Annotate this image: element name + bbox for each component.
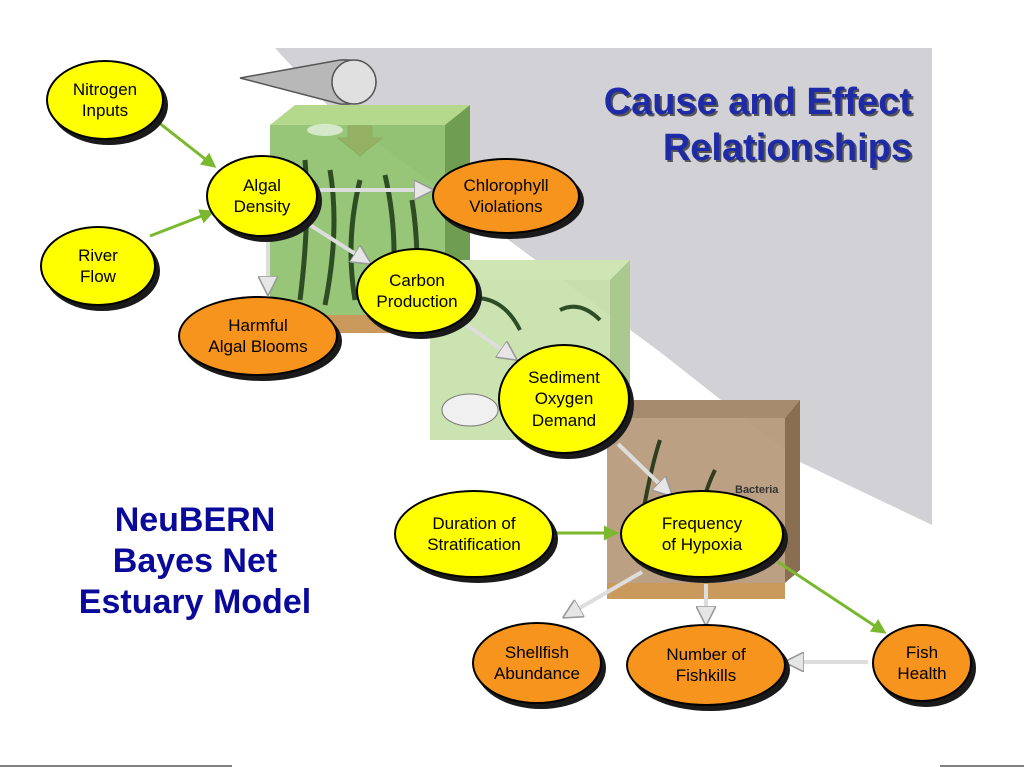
arrow-algal-to-carbon (308, 223, 368, 262)
node-algal-density: Algal Density (206, 155, 318, 237)
node-frequency-of-hypoxia: Frequency of Hypoxia (620, 490, 784, 578)
node-duration-of-stratification: Duration of Stratification (394, 490, 554, 578)
arrow-carbon-to-sediment (460, 320, 514, 358)
node-sediment-oxygen-demand: Sediment Oxygen Demand (498, 344, 630, 454)
slide-title: Cause and Effect Relationships (604, 80, 912, 171)
arrow-hypoxia-to-fishhealth (777, 560, 887, 634)
caption-line-1: NeuBERN (114, 501, 276, 539)
node-number-of-fishkills: Number of Fishkills (626, 624, 786, 706)
caption-line-3: Estuary Model (78, 582, 312, 621)
node-shellfish-abundance: Shellfish Abundance (472, 622, 602, 704)
node-river-flow: River Flow (40, 226, 156, 306)
arrow-sediment-to-hypoxia (616, 442, 670, 494)
node-chlorophyll-violations: Chlorophyll Violations (432, 158, 580, 234)
model-caption: NeuBERN Bayes Net Estuary Model (50, 500, 340, 622)
node-fish-health: Fish Health (872, 624, 972, 702)
title-line-1: Cause and Effect (603, 81, 912, 123)
node-nitrogen-inputs: Nitrogen Inputs (46, 60, 164, 140)
bacteria-label: Bacteria (735, 484, 779, 496)
caption-line-2: Bayes Net (112, 541, 278, 580)
title-line-2: Relationships (662, 126, 912, 169)
arrow-river-to-algal (149, 209, 215, 238)
node-harmful-algal-blooms: Harmful Algal Blooms (178, 296, 338, 376)
arrow-nitrogen-to-algal (157, 120, 217, 168)
node-carbon-production: Carbon Production (356, 248, 478, 334)
arrow-hypoxia-to-shellfish (566, 570, 644, 616)
